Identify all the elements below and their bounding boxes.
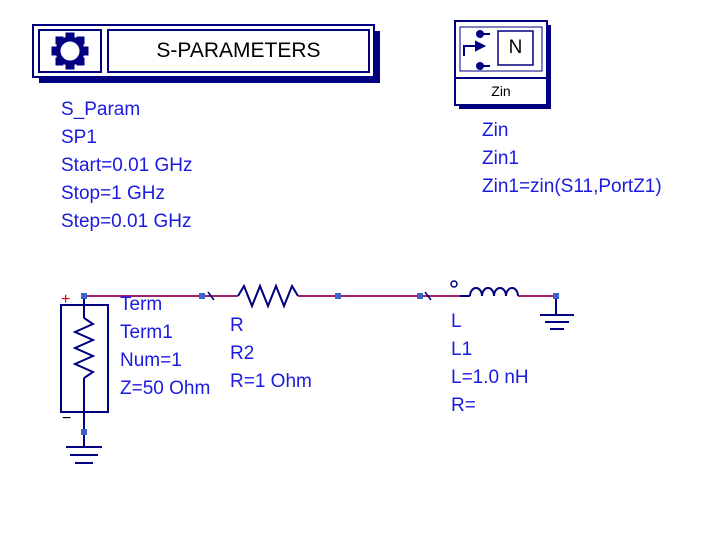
zin-measurement[interactable] <box>454 20 551 109</box>
inductor-dot <box>450 280 458 288</box>
zin-equation: Zin1=zin(S11,PortZ1) <box>482 176 662 197</box>
term-minus-sign: − <box>62 410 72 427</box>
inductor-parameters[interactable]: L L1 L=1.0 nH R= <box>451 308 529 420</box>
inductor-instance: L1 <box>451 339 473 360</box>
term-num: Num=1 <box>120 350 182 371</box>
term-instance: Term1 <box>120 322 173 343</box>
inductor-pin-left[interactable] <box>417 293 423 299</box>
sparam-title-frame <box>107 29 370 73</box>
zin-badge: N <box>508 37 523 58</box>
ground-right-pin[interactable] <box>553 293 559 299</box>
zin-parameters[interactable]: Zin Zin1 Zin1=zin(S11,PortZ1) <box>482 117 662 201</box>
term-resistor-symbol <box>72 317 96 379</box>
ground-right-icon <box>540 314 574 330</box>
zin-type: Zin <box>482 120 509 141</box>
resistor-type: R <box>230 315 244 336</box>
sparam-start: Start=0.01 GHz <box>61 155 193 176</box>
sparam-title: S-PARAMETERS <box>156 39 321 62</box>
term-pin-top[interactable] <box>81 293 87 299</box>
term-ground-icon <box>66 446 102 464</box>
ground-right[interactable] <box>540 293 574 330</box>
sparameters-controller[interactable] <box>32 24 380 83</box>
zin-instance: Zin1 <box>482 148 519 169</box>
term-plus-sign: + <box>61 291 71 308</box>
resistor-pin-tick <box>207 291 215 301</box>
resistor-pin-right[interactable] <box>335 293 341 299</box>
sparam-stop: Stop=1 GHz <box>61 183 166 204</box>
resistor-parameters[interactable]: R R2 R=1 Ohm <box>230 312 312 396</box>
inductor-l1[interactable] <box>417 280 519 301</box>
resistor-symbol <box>237 283 299 309</box>
sparam-parameters[interactable]: S_Param SP1 Start=0.01 GHz Stop=1 GHz St… <box>61 96 192 236</box>
inductor-pin-tick <box>424 291 432 301</box>
inductor-resistance: R= <box>451 395 476 416</box>
inductor-coil <box>469 287 519 297</box>
sparam-type: S_Param <box>61 99 141 120</box>
inductor-value: L=1.0 nH <box>451 367 529 388</box>
resistor-instance: R2 <box>230 343 255 364</box>
term-type: Term <box>120 294 163 315</box>
resistor-pin-left[interactable] <box>199 293 205 299</box>
zin-caption: Zin <box>491 83 511 99</box>
sparam-gear-icon <box>51 32 89 70</box>
zin-badge-frame <box>497 30 534 66</box>
sparam-step: Step=0.01 GHz <box>61 211 192 232</box>
sparam-instance: SP1 <box>61 127 97 148</box>
term-impedance: Z=50 Ohm <box>120 378 211 399</box>
term-port[interactable] <box>60 293 109 464</box>
term-parameters[interactable]: Term Term1 Num=1 Z=50 Ohm <box>120 291 210 403</box>
zin-probe-icon <box>463 30 490 70</box>
resistor-r2[interactable] <box>199 283 341 309</box>
inductor-type: L <box>451 311 462 332</box>
term-pin-bottom[interactable] <box>81 429 87 435</box>
resistor-value: R=1 Ohm <box>230 371 312 392</box>
